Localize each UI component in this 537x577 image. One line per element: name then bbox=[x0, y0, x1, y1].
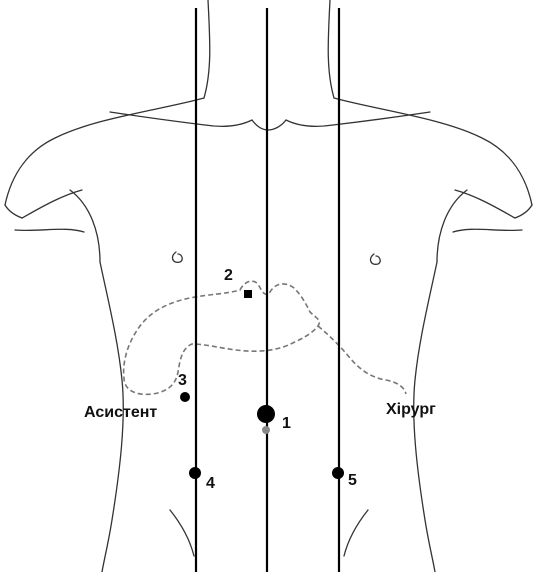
port-4-marker bbox=[189, 467, 201, 479]
port-3-marker bbox=[180, 392, 190, 402]
neck-right bbox=[328, 0, 334, 98]
groin-left bbox=[170, 510, 194, 556]
assistant-label: Асистент bbox=[84, 404, 157, 421]
surgeon-label: Хірург bbox=[386, 401, 436, 418]
port-5-label: 5 bbox=[348, 472, 357, 489]
port-1-shadow bbox=[262, 426, 270, 434]
sternal-notch bbox=[252, 120, 286, 130]
port-3-label: 3 bbox=[178, 372, 187, 389]
port-2-marker bbox=[244, 290, 252, 298]
neck-left bbox=[204, 0, 210, 98]
port-1-marker bbox=[257, 405, 275, 423]
port-1-label: 1 bbox=[282, 415, 291, 432]
port-2-label: 2 bbox=[224, 267, 233, 284]
organ-dashed-outline bbox=[124, 281, 320, 394]
organ-dashed-tail bbox=[318, 326, 406, 394]
nipple-left bbox=[173, 252, 183, 262]
pectoral-left bbox=[70, 190, 100, 262]
shoulder-right bbox=[334, 98, 532, 205]
nipple-right bbox=[371, 254, 381, 264]
arm-left-lower bbox=[15, 229, 84, 232]
body-outline bbox=[5, 0, 532, 572]
shoulder-left bbox=[5, 98, 204, 205]
port-5-marker bbox=[332, 467, 344, 479]
groin-right bbox=[344, 510, 368, 556]
port-4-label: 4 bbox=[206, 475, 215, 492]
arm-left-outer bbox=[5, 205, 22, 218]
arm-right-lower bbox=[453, 229, 522, 232]
arm-right-outer bbox=[515, 205, 532, 218]
arm-left-inner bbox=[22, 190, 82, 218]
arm-right-inner bbox=[455, 190, 515, 218]
pectoral-right bbox=[437, 190, 467, 262]
guide-lines bbox=[196, 8, 339, 572]
